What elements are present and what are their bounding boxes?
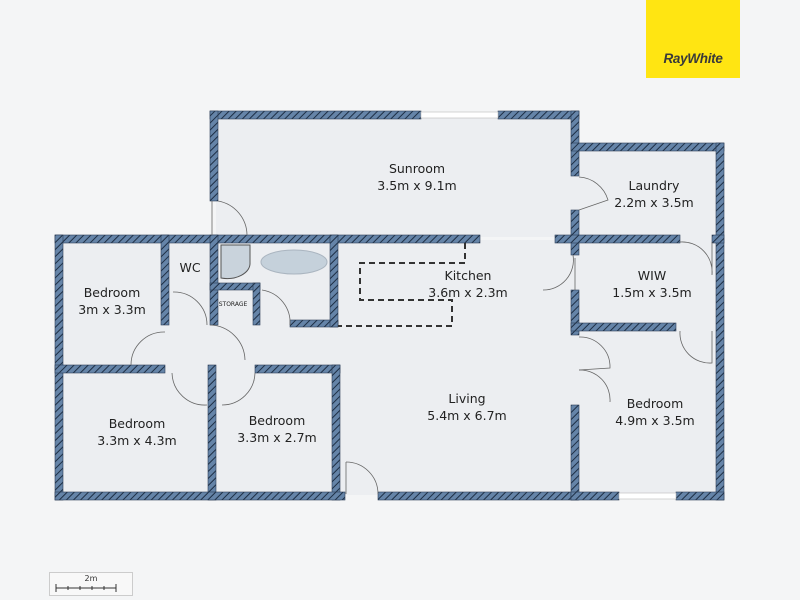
room-name-storage: STORAGE (219, 301, 248, 308)
room-labels: Sunroom 3.5m x 9.1m Laundry 2.2m x 3.5m … (78, 161, 695, 448)
room-name-kitchen: Kitchen (445, 268, 492, 283)
windows (420, 111, 677, 500)
raywhite-logo: RayWhite (646, 0, 740, 78)
walls (54, 110, 725, 501)
room-dims-living: 5.4m x 6.7m (427, 408, 506, 423)
room-name-laundry: Laundry (629, 178, 681, 193)
room-dims-wiw: 1.5m x 3.5m (612, 285, 691, 300)
room-name-bedroom-1: Bedroom (84, 285, 141, 300)
kitchen-bench-outline (338, 243, 466, 327)
room-dims-bedroom-3: 3.3m x 2.7m (237, 430, 316, 445)
room-name-bedroom-2: Bedroom (109, 416, 166, 431)
room-dims-laundry: 2.2m x 3.5m (614, 195, 693, 210)
room-name-bedroom-4: Bedroom (627, 396, 684, 411)
room-name-wc: WC (179, 260, 200, 275)
shower-fixture (220, 244, 251, 279)
bathtub-fixture (260, 249, 328, 275)
room-dims-sunroom: 3.5m x 9.1m (377, 178, 456, 193)
scale-label: 2m (84, 574, 98, 583)
room-dims-kitchen: 3.6m x 2.3m (428, 285, 507, 300)
room-name-sunroom: Sunroom (389, 161, 445, 176)
room-dims-bedroom-4: 4.9m x 3.5m (615, 413, 694, 428)
room-name-bedroom-3: Bedroom (249, 413, 306, 428)
doors (130, 176, 713, 495)
room-name-wiw: WIW (638, 268, 666, 283)
scale-ruler-icon (55, 584, 117, 592)
room-dims-bedroom-2: 3.3m x 4.3m (97, 433, 176, 448)
room-name-living: Living (448, 391, 485, 406)
scale-bar: 2m (49, 572, 133, 596)
brand-name: RayWhite (663, 51, 723, 66)
room-dims-bedroom-1: 3m x 3.3m (78, 302, 146, 317)
